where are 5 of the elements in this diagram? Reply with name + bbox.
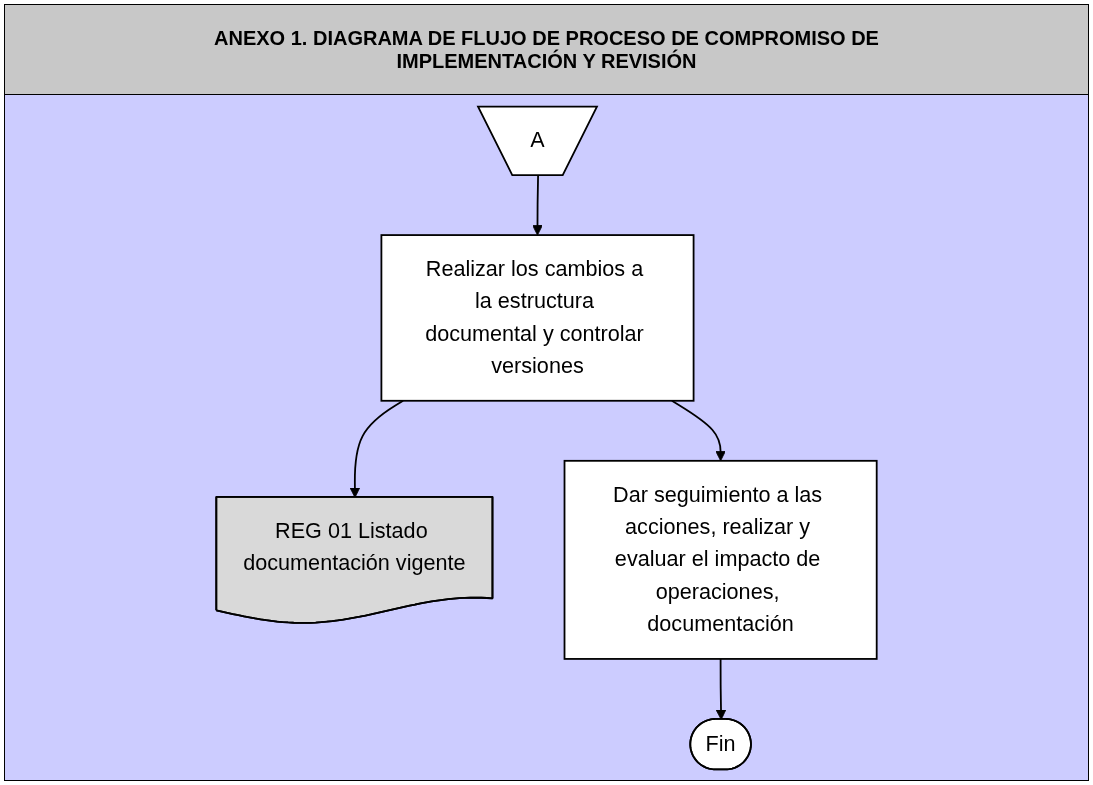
title-band: ANEXO 1. DIAGRAMA DE FLUJO DE PROCESO DE COMPROMISO DE IMPLEMENTACIÓN Y REVISIÓN [5, 5, 1088, 95]
arrow [671, 399, 726, 462]
diagram-panel: ANEXO 1. DIAGRAMA DE FLUJO DE PROCESO DE COMPROMISO DE IMPLEMENTACIÓN Y REVISIÓN A Realizar los cambios a la estructura documental y controlar versiones REG 01 Listado documentación vigente Dar seguimiento a las acciones, realizar y evaluar el impacto de operaciones, documentación Fin [4, 4, 1089, 781]
node-box [380, 234, 695, 402]
node-box [563, 459, 878, 660]
